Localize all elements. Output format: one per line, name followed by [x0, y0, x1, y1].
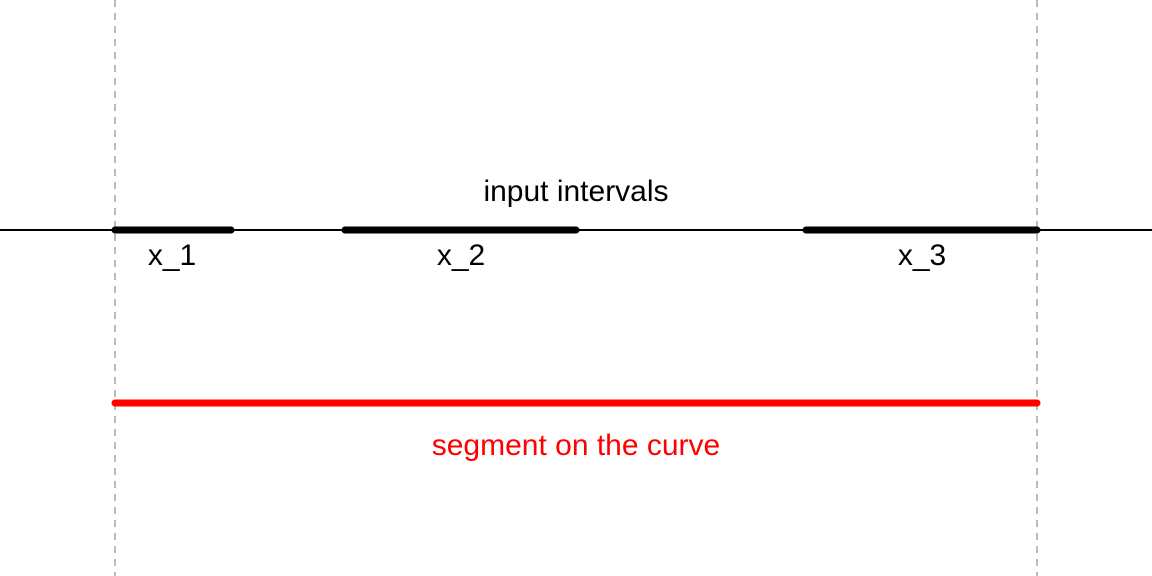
curve-segment-label: segment on the curve	[432, 429, 721, 462]
diagram-title: input intervals	[483, 175, 668, 208]
interval-label-x1: x_1	[148, 239, 196, 272]
interval-label-x3: x_3	[898, 239, 946, 272]
interval-label-x2: x_2	[437, 239, 485, 272]
